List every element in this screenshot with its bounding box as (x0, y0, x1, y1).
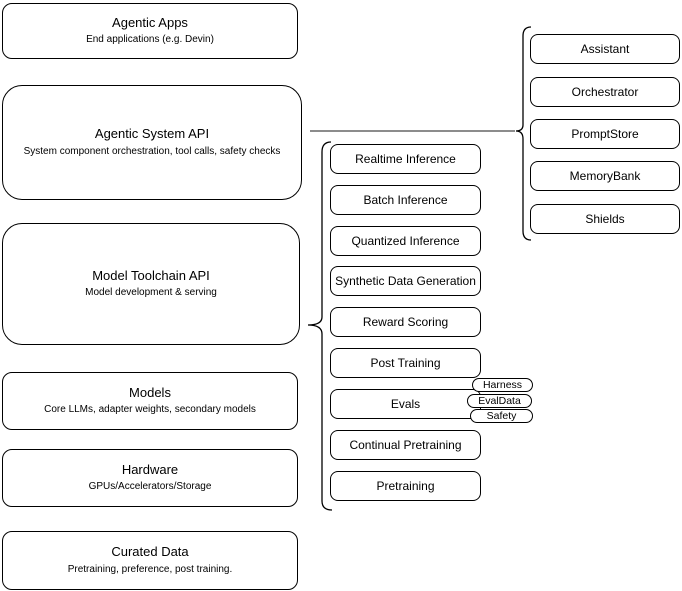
node-shields: Shields (530, 204, 680, 234)
node-synthetic-data-generation: Synthetic Data Generation (330, 266, 481, 296)
node-subtitle: Model development & serving (85, 287, 217, 299)
node-continual-pretraining: Continual Pretraining (330, 430, 481, 460)
node-quantized-inference: Quantized Inference (330, 226, 481, 256)
node-agentic-apps: Agentic Apps End applications (e.g. Devi… (2, 3, 298, 59)
node-memorybank: MemoryBank (530, 161, 680, 191)
node-assistant: Assistant (530, 34, 680, 64)
pill-evaldata: EvalData (467, 394, 532, 408)
node-model-toolchain-api: Model Toolchain API Model development & … (2, 223, 300, 345)
pill-safety: Safety (470, 409, 533, 423)
node-subtitle: Core LLMs, adapter weights, secondary mo… (44, 404, 256, 416)
node-subtitle: End applications (e.g. Devin) (86, 34, 214, 46)
node-title: Agentic Apps (112, 14, 188, 30)
node-subtitle: GPUs/Accelerators/Storage (88, 481, 212, 493)
node-models: Models Core LLMs, adapter weights, secon… (2, 372, 298, 430)
toolchain-brace (307, 141, 333, 511)
node-title: Agentic System API (94, 126, 210, 142)
node-promptstore: PromptStore (530, 119, 680, 149)
node-evals: Evals (330, 389, 481, 419)
node-subtitle: System component orchestration, tool cal… (23, 145, 281, 157)
node-hardware: Hardware GPUs/Accelerators/Storage (2, 449, 298, 507)
node-title: Model Toolchain API (92, 267, 210, 283)
node-title: Hardware (121, 461, 179, 477)
node-reward-scoring: Reward Scoring (330, 307, 481, 337)
node-curated-data: Curated Data Pretraining, preference, po… (2, 531, 298, 590)
node-agentic-system-api: Agentic System API System component orch… (2, 85, 302, 200)
node-subtitle: Pretraining, preference, post training. (67, 563, 233, 575)
node-realtime-inference: Realtime Inference (330, 144, 481, 174)
node-orchestrator: Orchestrator (530, 77, 680, 107)
node-title: Curated Data (111, 544, 189, 560)
node-pretraining: Pretraining (330, 471, 481, 501)
node-batch-inference: Batch Inference (330, 185, 481, 215)
node-title: Models (129, 384, 171, 400)
system-components-brace (515, 26, 532, 241)
pill-harness: Harness (472, 378, 533, 392)
node-post-training: Post Training (330, 348, 481, 378)
